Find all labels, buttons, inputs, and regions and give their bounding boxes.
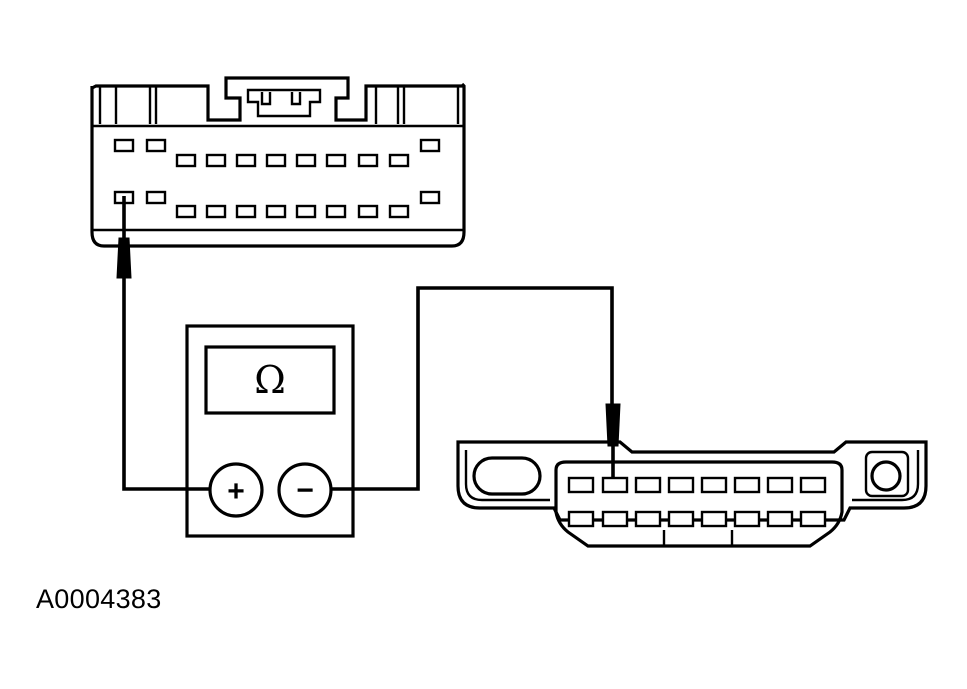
negative-sign: − — [296, 474, 314, 507]
positive-terminal: + — [208, 462, 264, 518]
positive-lead-wire — [122, 278, 210, 491]
ohm-symbol: Ω — [254, 358, 286, 402]
top-connector-pins-row2 — [113, 190, 441, 219]
negative-terminal: − — [277, 462, 333, 518]
data-link-connector — [456, 440, 928, 548]
multimeter: Ω + − — [185, 324, 355, 538]
meter-display — [204, 345, 336, 415]
dlc-mount-hole — [864, 450, 910, 498]
right-probe — [605, 403, 621, 488]
test-leads — [122, 278, 614, 491]
negative-lead-wire — [330, 286, 614, 491]
dlc-pins-row1 — [567, 476, 827, 494]
top-connector-pins-row1 — [113, 138, 441, 168]
top-connector — [90, 76, 466, 248]
dlc-mount-slot — [472, 456, 542, 496]
positive-sign: + — [227, 475, 245, 508]
dlc-pins-row2 — [567, 510, 827, 528]
left-probe — [116, 196, 132, 279]
figure-id-label: A0004383 — [36, 584, 162, 614]
